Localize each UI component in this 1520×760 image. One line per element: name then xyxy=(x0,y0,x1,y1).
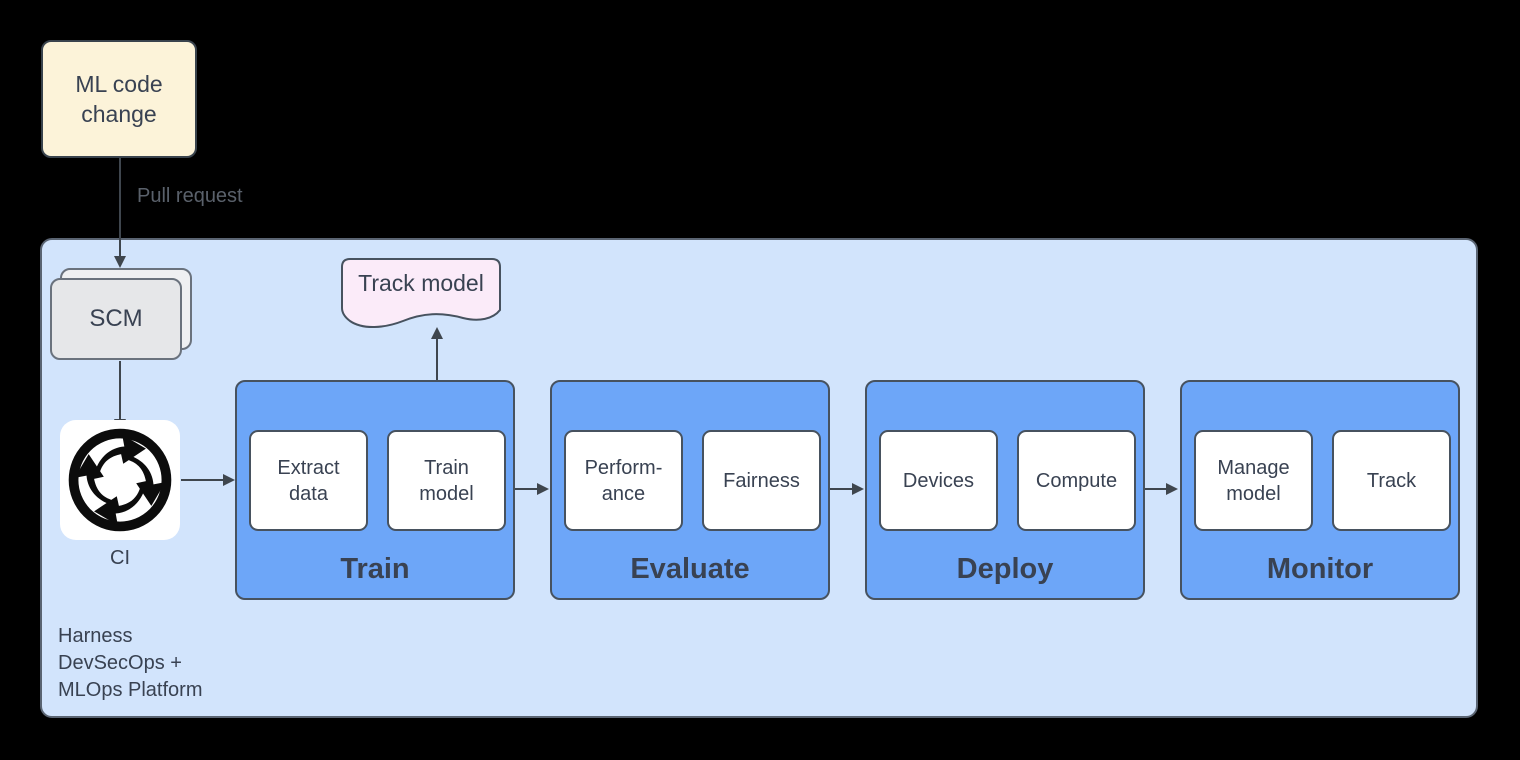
task-performance: Perform- ance xyxy=(564,430,683,531)
task-label: Track xyxy=(1366,469,1417,492)
evaluate-to-deploy-arrow xyxy=(830,483,864,495)
stage-evaluate-label: Evaluate xyxy=(630,553,750,585)
deploy-to-monitor-arrow xyxy=(1145,483,1178,495)
track-model-doc: Track model xyxy=(341,258,501,332)
stage-monitor: Manage model Track Monitor xyxy=(1180,380,1460,600)
task-track: Track xyxy=(1332,430,1451,531)
ci-to-train-arrow xyxy=(181,474,235,486)
stage-evaluate: Perform- ance Fairness Evaluate xyxy=(550,380,830,600)
train-to-evaluate-arrow xyxy=(514,483,549,495)
task-label: Fairness xyxy=(723,469,800,492)
ml-code-change-label: ML code change xyxy=(75,71,163,127)
task-compute: Compute xyxy=(1017,430,1136,531)
platform-label: Harness DevSecOps + MLOps Platform xyxy=(58,625,203,701)
task-manage-model: Manage model xyxy=(1194,430,1313,531)
pull-request-label: Pull request xyxy=(137,185,243,207)
document-shape-icon xyxy=(341,258,501,328)
stage-train: Extract data Train model Train xyxy=(235,380,515,600)
ci-label: CI xyxy=(110,547,130,569)
task-label: Devices xyxy=(902,469,975,492)
ml-code-change-node: ML code change xyxy=(41,40,197,158)
scm-to-ci-arrow xyxy=(114,361,126,431)
task-devices: Devices xyxy=(879,430,998,531)
stage-deploy: Devices Compute Deploy xyxy=(865,380,1145,600)
task-label: Manage model xyxy=(1217,456,1290,505)
task-label: Compute xyxy=(1035,469,1118,492)
stage-monitor-label: Monitor xyxy=(1266,553,1374,585)
pull-request-arrow xyxy=(114,158,126,268)
scm-node: SCM xyxy=(50,278,182,360)
task-label: Train model xyxy=(419,456,474,505)
track-model-label: Track model xyxy=(358,270,484,296)
ci-cycle-icon xyxy=(68,428,172,532)
task-label: Extract data xyxy=(277,456,340,505)
train-to-track-model-arrow xyxy=(431,327,443,381)
task-label: Perform- ance xyxy=(584,456,663,505)
stage-deploy-label: Deploy xyxy=(956,553,1054,585)
task-train-model: Train model xyxy=(387,430,506,531)
stage-train-label: Train xyxy=(340,553,410,585)
task-extract-data: Extract data xyxy=(249,430,368,531)
scm-label: SCM xyxy=(89,305,143,332)
ci-node xyxy=(60,420,180,540)
task-fairness: Fairness xyxy=(702,430,821,531)
